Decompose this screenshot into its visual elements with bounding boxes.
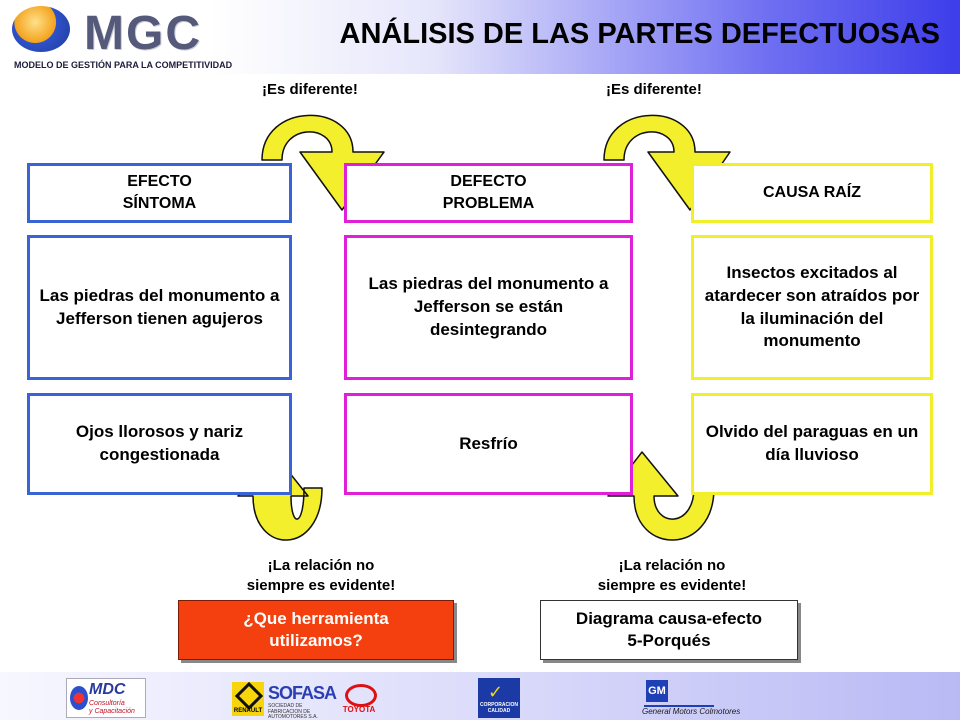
arrow-bottom-right	[607, 451, 715, 541]
mdc-subtitle-line1: Consultoría	[89, 700, 125, 707]
mdc-circle-icon	[70, 686, 88, 710]
check-icon: ✓	[488, 682, 504, 702]
logo-subtitle: MODELO DE GESTIÓN PARA LA COMPETITIVIDAD	[14, 60, 233, 70]
causa-row1: Insectos excitados al atardecer son atra…	[691, 235, 933, 380]
mdc-name: MDC	[89, 681, 126, 698]
sofasa-subtitle: SOCIEDAD DE FABRICACION DE AUTOMOTORES S…	[268, 703, 318, 720]
tool-question-box: ¿Que herramienta utilizamos?	[178, 600, 454, 660]
mgc-logo: MGC MODELO DE GESTIÓN PARA LA COMPETITIV…	[0, 0, 233, 76]
globe-icon	[12, 6, 70, 52]
corporacion-calidad-text: CORPORACION CALIDAD	[479, 702, 519, 714]
sofasa-logo: SOFASA SOCIEDAD DE FABRICACION DE AUTOMO…	[268, 683, 337, 720]
gm-underline	[644, 705, 714, 707]
gm-logo: GM	[646, 680, 668, 702]
defecto-header-line1: DEFECTO	[450, 173, 527, 191]
efecto-row2: Ojos llorosos y nariz congestionada	[27, 393, 292, 495]
toyota-text: TOYOTA	[342, 705, 376, 714]
tool-answer-line1: Diagrama causa-efecto	[575, 608, 763, 628]
efecto-header-line1: EFECTO	[127, 173, 192, 191]
note-es-diferente-right: ¡Es diferente!	[606, 81, 702, 98]
note-relacion-left-line1: ¡La relación no	[267, 557, 375, 574]
defecto-row1: Las piedras del monumento a Jefferson se…	[344, 235, 633, 380]
note-relacion-right-line2: siempre es evidente!	[597, 576, 747, 594]
corporacion-calidad-logo: ✓ CORPORACION CALIDAD	[478, 678, 520, 718]
defecto-header-line2: PROBLEMA	[442, 195, 535, 212]
page-title: ANÁLISIS DE LAS PARTES DEFECTUOSAS	[339, 18, 940, 50]
efecto-row1: Las piedras del monumento a Jefferson ti…	[27, 235, 292, 380]
header-banner	[0, 0, 960, 74]
mdc-logo: MDC Consultoría y Capacitación	[66, 678, 146, 718]
gm-text: General Motors Colmotores	[642, 707, 741, 716]
note-relacion-right: ¡La relación no siempre es evidente!	[577, 556, 767, 595]
note-es-diferente-left: ¡Es diferente!	[262, 81, 358, 98]
toyota-emblem-icon	[345, 684, 377, 707]
logo-text: MGC	[84, 7, 202, 60]
mdc-subtitle-line2: y Capacitación	[89, 707, 135, 715]
renault-logo: RENAULT	[232, 681, 264, 716]
tool-question-line2: utilizamos?	[269, 631, 363, 650]
note-relacion-right-line1: ¡La relación no	[618, 557, 726, 574]
efecto-header: EFECTO SÍNTOMA	[27, 163, 292, 223]
note-relacion-left: ¡La relación no siempre es evidente!	[226, 556, 416, 595]
causa-header: CAUSA RAÍZ	[691, 163, 933, 223]
tool-answer-line2: 5-Porqués	[627, 631, 711, 650]
renault-text: RENAULT	[233, 708, 263, 714]
defecto-header: DEFECTO PROBLEMA	[344, 163, 633, 223]
renault-diamond-icon	[234, 681, 264, 711]
tool-question-line1: ¿Que herramienta	[243, 608, 389, 628]
tool-answer-box: Diagrama causa-efecto 5-Porqués	[540, 600, 798, 660]
causa-row2: Olvido del paraguas en un día lluvioso	[691, 393, 933, 495]
mdc-subtitle: Consultoría y Capacitación	[89, 700, 135, 715]
defecto-row2: Resfrío	[344, 393, 633, 495]
efecto-header-line2: SÍNTOMA	[122, 195, 197, 212]
note-relacion-left-line2: siempre es evidente!	[246, 576, 396, 594]
toyota-logo: TOYOTA	[340, 682, 378, 716]
sofasa-text: SOFASA	[268, 683, 337, 703]
